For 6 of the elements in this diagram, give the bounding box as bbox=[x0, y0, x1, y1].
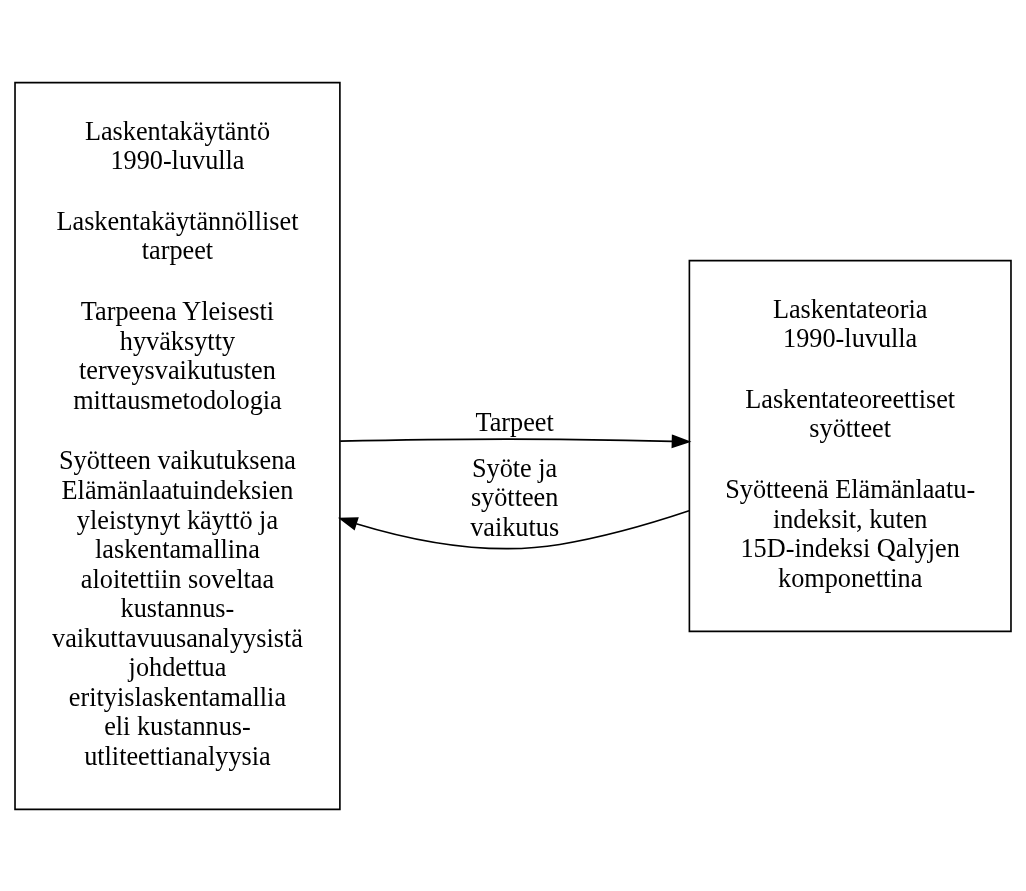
edge-label: Tarpeet bbox=[475, 407, 554, 437]
arrow bbox=[337, 509, 690, 549]
node-box: Laskentakäytäntö 1990-luvulla Laskentakäytännölliset tarpeet Tarpeena Yleisesti hyväksytty terveysvaikutusten mittausmetodologia Syötteen vaikutuksena Elämänlaatuindeksien yleistynyt käyttö ja laskentamallina aloitettiin soveltaa kustannus-vaikuttavuusanalyysistä johdettua erityislaskentamallia eli kustannus-utliteettianalyysia bbox=[14, 81, 341, 810]
arrow bbox=[339, 433, 692, 448]
edge-label: Syöte ja syötteen vaikutus bbox=[470, 453, 560, 542]
node-box: Laskentateoria 1990-luvulla Laskentateoreettiset syötteet Syötteenä Elämänlaatu-indeksit, kuten 15D-indeksi Qalyjen komponettina bbox=[688, 259, 1012, 632]
